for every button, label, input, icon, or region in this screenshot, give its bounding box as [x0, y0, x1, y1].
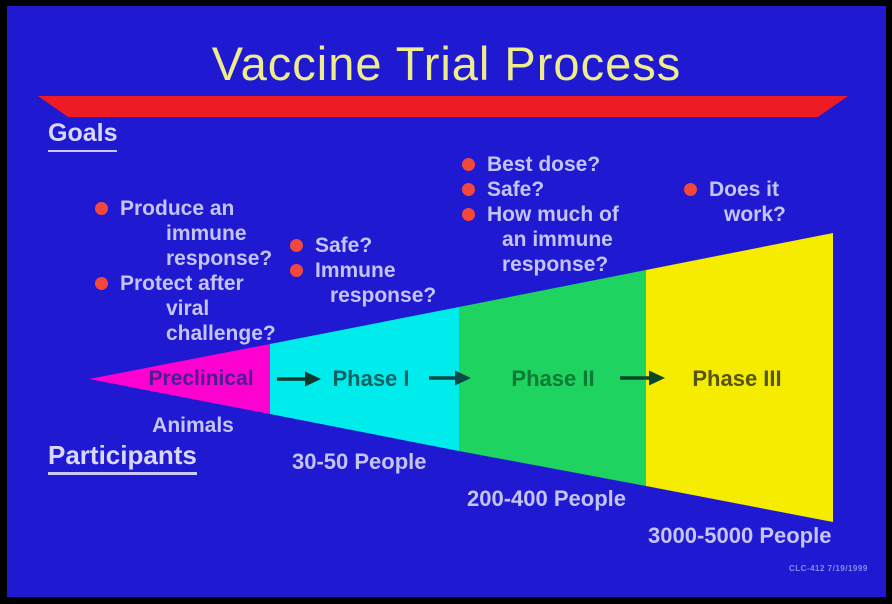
- title-underline-bar: [38, 96, 848, 117]
- goal-line: Safe?: [315, 234, 373, 257]
- goal-line: challenge?: [166, 322, 276, 345]
- goal-line: Best dose?: [487, 153, 601, 176]
- bullet-icon: [462, 183, 475, 196]
- bullet-icon: [290, 264, 303, 277]
- goal-line: response?: [330, 284, 437, 307]
- phase-label-preclinical: Preclinical: [148, 367, 254, 390]
- phase3-segment: [646, 233, 833, 522]
- participants-phase2: 200-400 People: [467, 486, 626, 511]
- goals-group-phase1: Safe? Immune response?: [290, 233, 436, 308]
- goal-item: Protect after viral challenge?: [95, 271, 276, 346]
- phase-label-phase1: Phase I: [332, 366, 410, 391]
- goal-item: Safe?: [290, 233, 436, 258]
- phase2-segment: [459, 270, 646, 486]
- goal-line: Safe?: [487, 178, 545, 201]
- goal-line: an immune: [502, 228, 613, 251]
- page-title: Vaccine Trial Process: [211, 37, 682, 90]
- goal-item: Immune response?: [290, 258, 436, 308]
- goal-line: response?: [166, 247, 273, 270]
- goals-group-phase3: Does it work?: [684, 177, 786, 227]
- participants-preclinical: Animals: [152, 414, 234, 437]
- goal-line: Does it: [709, 178, 780, 201]
- bullet-icon: [95, 202, 108, 215]
- preclinical-segment: [89, 344, 270, 414]
- arrow-phase1-to-phase2-icon: [429, 370, 471, 386]
- slide-id-code: CLC-412 7/19/1999: [789, 564, 868, 573]
- bullet-icon: [684, 183, 697, 196]
- goal-item: Best dose?: [462, 152, 619, 177]
- participants-phase3: 3000-5000 People: [648, 523, 832, 548]
- goal-item: Does it work?: [684, 177, 786, 227]
- bullet-icon: [462, 208, 475, 221]
- bullet-icon: [290, 239, 303, 252]
- goals-group-preclinical: Produce an immune response? Protect afte…: [95, 196, 276, 346]
- goals-group-phase2: Best dose? Safe? How much of an immune r…: [462, 152, 619, 277]
- phase-label-phase3: Phase III: [692, 366, 782, 391]
- participants-phase1: 30-50 People: [292, 449, 427, 474]
- bullet-icon: [462, 158, 475, 171]
- goal-line: immune: [166, 222, 247, 245]
- goal-item: How much of an immune response?: [462, 202, 619, 277]
- goal-item: Safe?: [462, 177, 619, 202]
- goal-line: work?: [724, 203, 786, 226]
- phase1-segment: [270, 307, 459, 451]
- goal-line: response?: [502, 253, 609, 276]
- goal-item: Produce an immune response?: [95, 196, 276, 271]
- goal-line: How much of: [487, 203, 619, 226]
- arrow-preclinical-to-phase1-icon: [277, 371, 321, 387]
- goal-line: viral: [166, 297, 210, 320]
- arrow-phase2-to-phase3-icon: [620, 370, 665, 386]
- participants-heading: Participants: [48, 441, 197, 475]
- goal-line: Protect after: [120, 272, 244, 295]
- goal-line: Immune: [315, 259, 396, 282]
- goals-heading: Goals: [48, 119, 118, 152]
- goal-line: Produce an: [120, 197, 235, 220]
- bullet-icon: [95, 277, 108, 290]
- phase-label-phase2: Phase II: [511, 366, 595, 391]
